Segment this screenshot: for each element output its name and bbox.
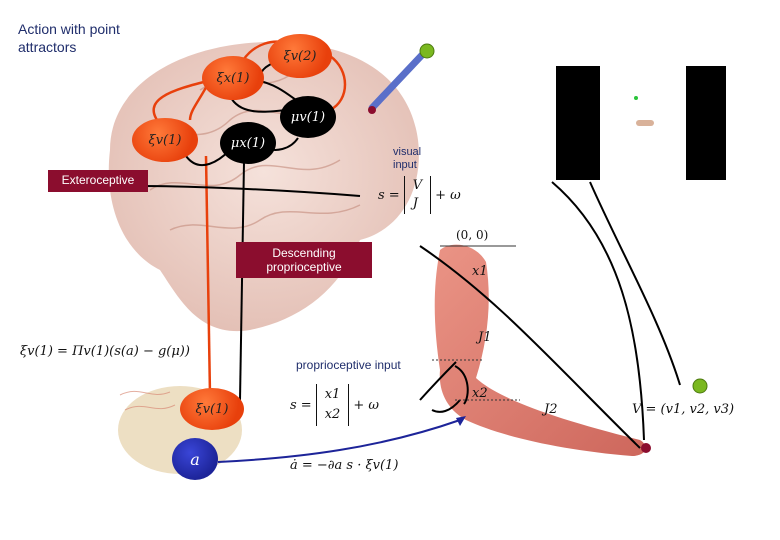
slide-title: Action with point attractors [18,21,120,55]
simulation-inset [556,66,726,180]
pen-image [368,51,426,112]
proprio-eq-rhs: + ω [353,397,379,413]
target-ball-top-icon [419,43,435,59]
action-equation: ȧ = −∂a s · ξv(1) [290,458,399,473]
proprio-eq-lhs: s = [290,397,312,413]
visual-equation: s = V J + ω [378,176,461,214]
node-xi-v1-top: ξv(1) [132,118,198,162]
prediction-error-equation: ξv(1) = Πv(1)(s(a) − g(μ)) [20,344,190,359]
node-mu-v1: μv(1) [280,96,336,138]
visual-eq-matrix: V J [403,176,432,214]
exteroceptive-label: Exteroceptive [48,170,148,192]
node-xi-v2-text: ξv(2) [283,48,317,64]
visual-eq-bottom: J [412,196,418,211]
j2-label: J2 [544,402,558,417]
node-xi-v2: ξv(2) [268,34,332,78]
proprioceptive-input-label: proprioceptive input [296,358,401,372]
node-action: a [172,438,218,480]
hand-icon [636,120,654,126]
v-equation: V = (v1, v2, v3) [632,402,735,417]
pen-tip-icon [368,106,376,114]
proprio-eq-matrix: x1 x2 [315,384,350,426]
simulation-screen [600,66,686,180]
target-ball-right-icon [692,378,708,394]
descending-proprioceptive-label: Descending proprioceptive [236,242,372,278]
target-dot-icon [634,96,638,100]
node-mu-x1: μx(1) [220,122,276,164]
visual-eq-top: V [412,178,423,193]
arm-image [434,244,646,456]
node-xi-x1-text: ξx(1) [216,70,250,86]
node-xi-v1-bottom-text: ξv(1) [195,401,229,417]
x2-label: x2 [472,386,488,401]
proprio-eq-bottom: x2 [324,407,341,422]
proprioceptive-equation: s = x1 x2 + ω [290,384,379,426]
visual-input-label: visual input [393,146,422,171]
arm-endpoint-icon [641,443,651,453]
node-xi-v1-bottom: ξv(1) [180,388,244,430]
visual-eq-lhs: s = [378,187,400,203]
visual-eq-rhs: + ω [435,187,461,203]
j1-label: J1 [478,330,492,345]
node-xi-x1: ξx(1) [202,56,264,100]
proprio-eq-top: x1 [324,387,341,402]
node-xi-v1-top-text: ξv(1) [148,132,182,148]
x1-label: x1 [472,264,488,279]
node-action-text: a [190,449,200,469]
node-mu-x1-text: μx(1) [230,135,266,151]
node-mu-v1-text: μv(1) [290,109,326,125]
origin-label: (0, 0) [456,228,489,242]
